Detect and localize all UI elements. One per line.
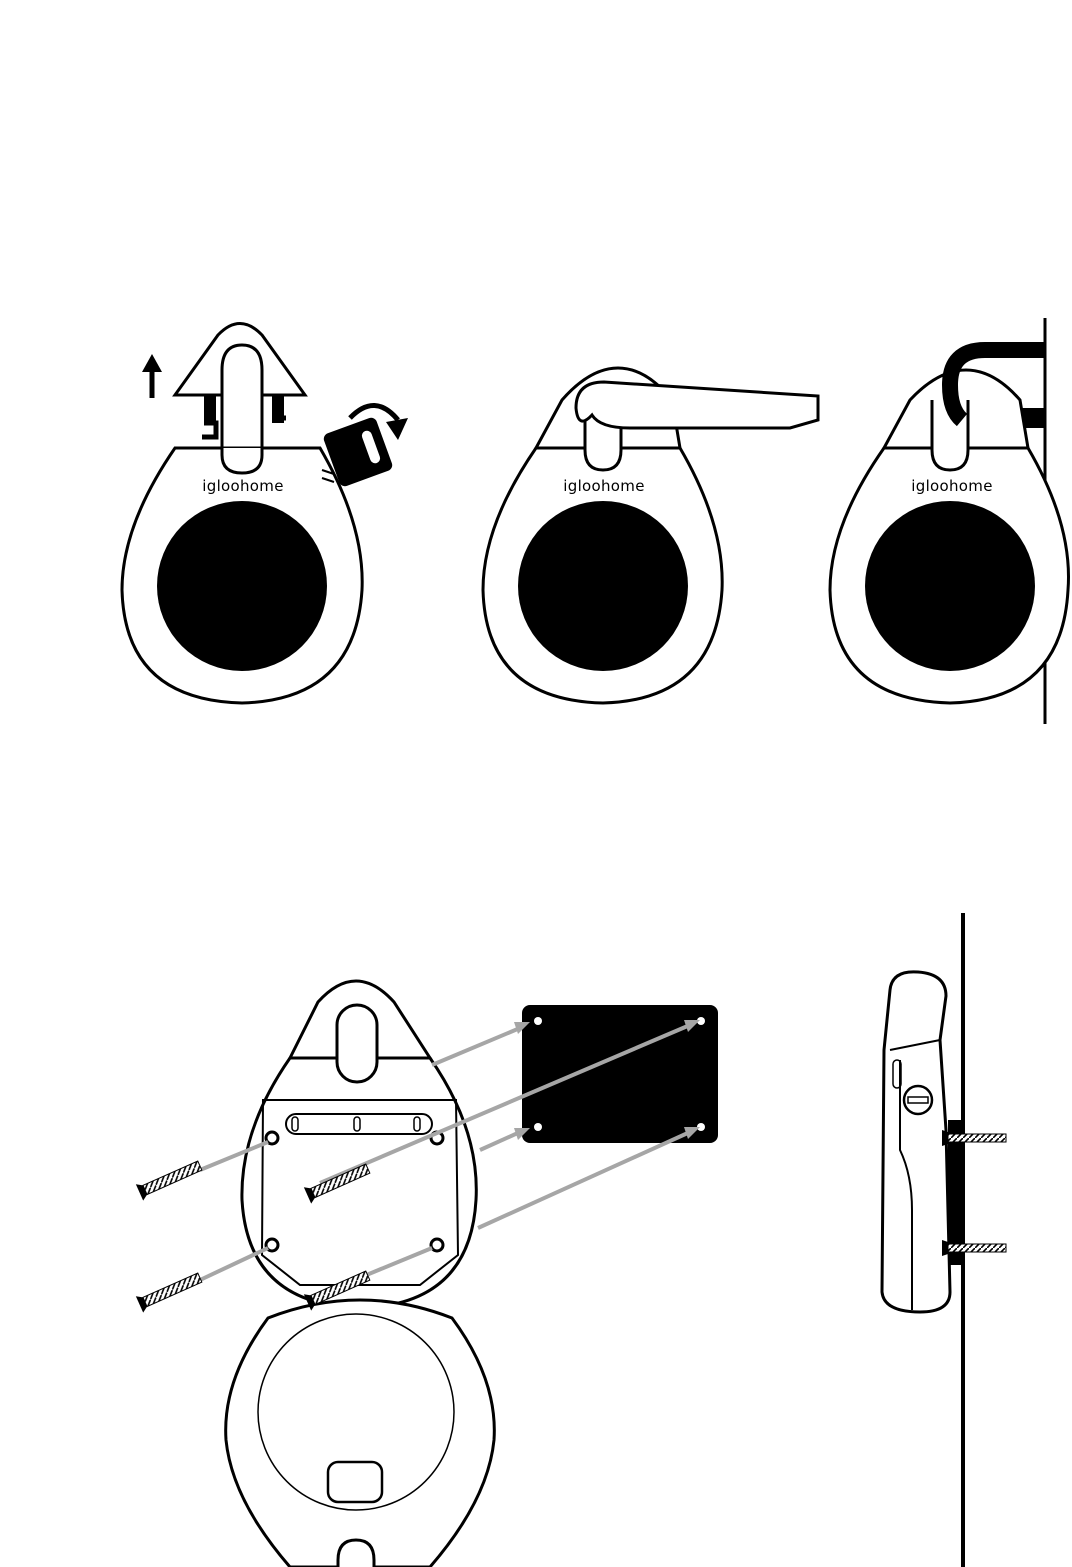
step-hang-on-pipe: igloohome — [830, 318, 1069, 724]
step-hang-on-handle: igloohome — [483, 368, 818, 703]
brand-label: igloohome — [202, 477, 283, 495]
keypad — [157, 501, 327, 671]
cover — [226, 1300, 495, 1567]
step-wall-mount — [136, 981, 718, 1567]
step-side-view — [882, 913, 1006, 1567]
up-arrow-icon — [142, 354, 162, 398]
brand-label: igloohome — [563, 477, 644, 495]
step-remove-shackle: igloohome — [122, 324, 408, 704]
keypad — [865, 501, 1035, 671]
lock-back — [242, 981, 476, 1308]
brand-label: igloohome — [911, 477, 992, 495]
keypad — [518, 501, 688, 671]
door-handle-icon — [576, 382, 818, 428]
lock-body: igloohome — [122, 448, 362, 703]
